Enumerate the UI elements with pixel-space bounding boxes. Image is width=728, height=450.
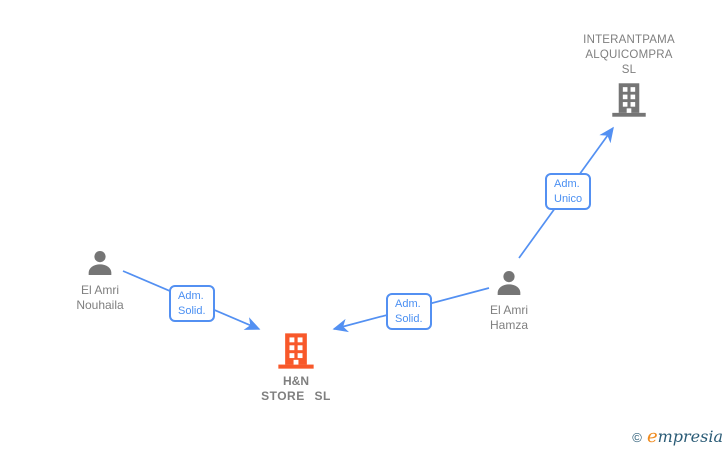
- brand-text: mpresia: [657, 427, 723, 446]
- brand-letter-e: e: [646, 426, 658, 447]
- node-hamza[interactable]: El Amri Hamza: [434, 267, 584, 333]
- node-nouhaila[interactable]: El Amri Nouhaila: [25, 247, 175, 313]
- edge-label-adm-solid-2: Adm. Solid.: [386, 293, 432, 330]
- person-name: El Amri Hamza: [489, 303, 528, 332]
- person-icon[interactable]: [84, 247, 116, 279]
- person-name: El Amri Nouhaila: [76, 283, 124, 312]
- building-icon[interactable]: [276, 332, 316, 370]
- empresia-logo[interactable]: © empresia: [632, 426, 723, 447]
- company-name: INTERANTPAMA ALQUICOMPRA SL: [583, 34, 675, 76]
- edge-label-adm-solid-1: Adm. Solid.: [169, 285, 215, 322]
- node-interantpama[interactable]: INTERANTPAMA ALQUICOMPRA SL: [544, 33, 714, 118]
- company-name: H&N STORE SL: [261, 374, 331, 403]
- copyright-symbol: ©: [632, 430, 642, 445]
- node-hn-store[interactable]: H&N STORE SL: [221, 332, 371, 404]
- building-icon[interactable]: [611, 82, 647, 118]
- edge-label-adm-unico: Adm. Unico: [545, 173, 591, 210]
- person-icon[interactable]: [493, 267, 525, 299]
